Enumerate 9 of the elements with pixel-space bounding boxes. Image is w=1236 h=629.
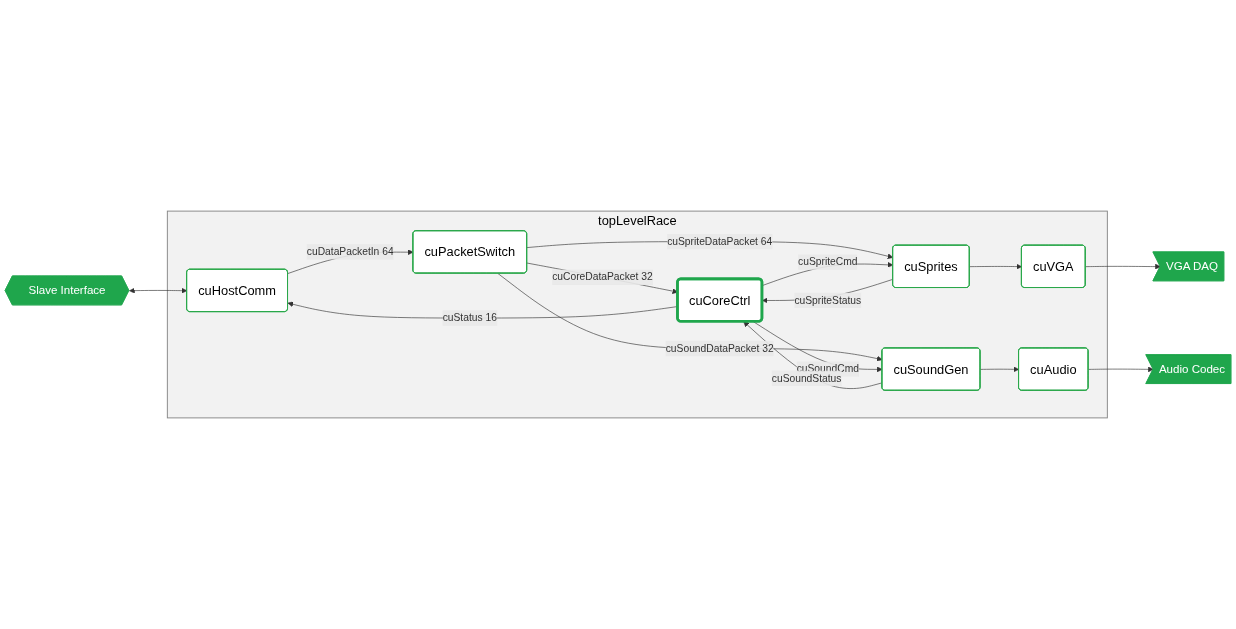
edge-label: cuStatus 16: [442, 312, 497, 324]
edge-label: cuDataPacketIn 64: [306, 246, 394, 258]
edge-label: cuSoundDataPacket 32: [665, 342, 774, 354]
edge-label: cuSpriteStatus: [794, 294, 862, 306]
edge-label: cuSoundCmd: [796, 363, 859, 375]
edge-label: cuSpriteCmd: [798, 256, 858, 268]
edge-label: cuSpriteDataPacket 64: [667, 235, 773, 247]
edge-label: cuSoundStatus: [771, 372, 842, 384]
edge-label: cuCoreDataPacket 32: [552, 271, 653, 283]
